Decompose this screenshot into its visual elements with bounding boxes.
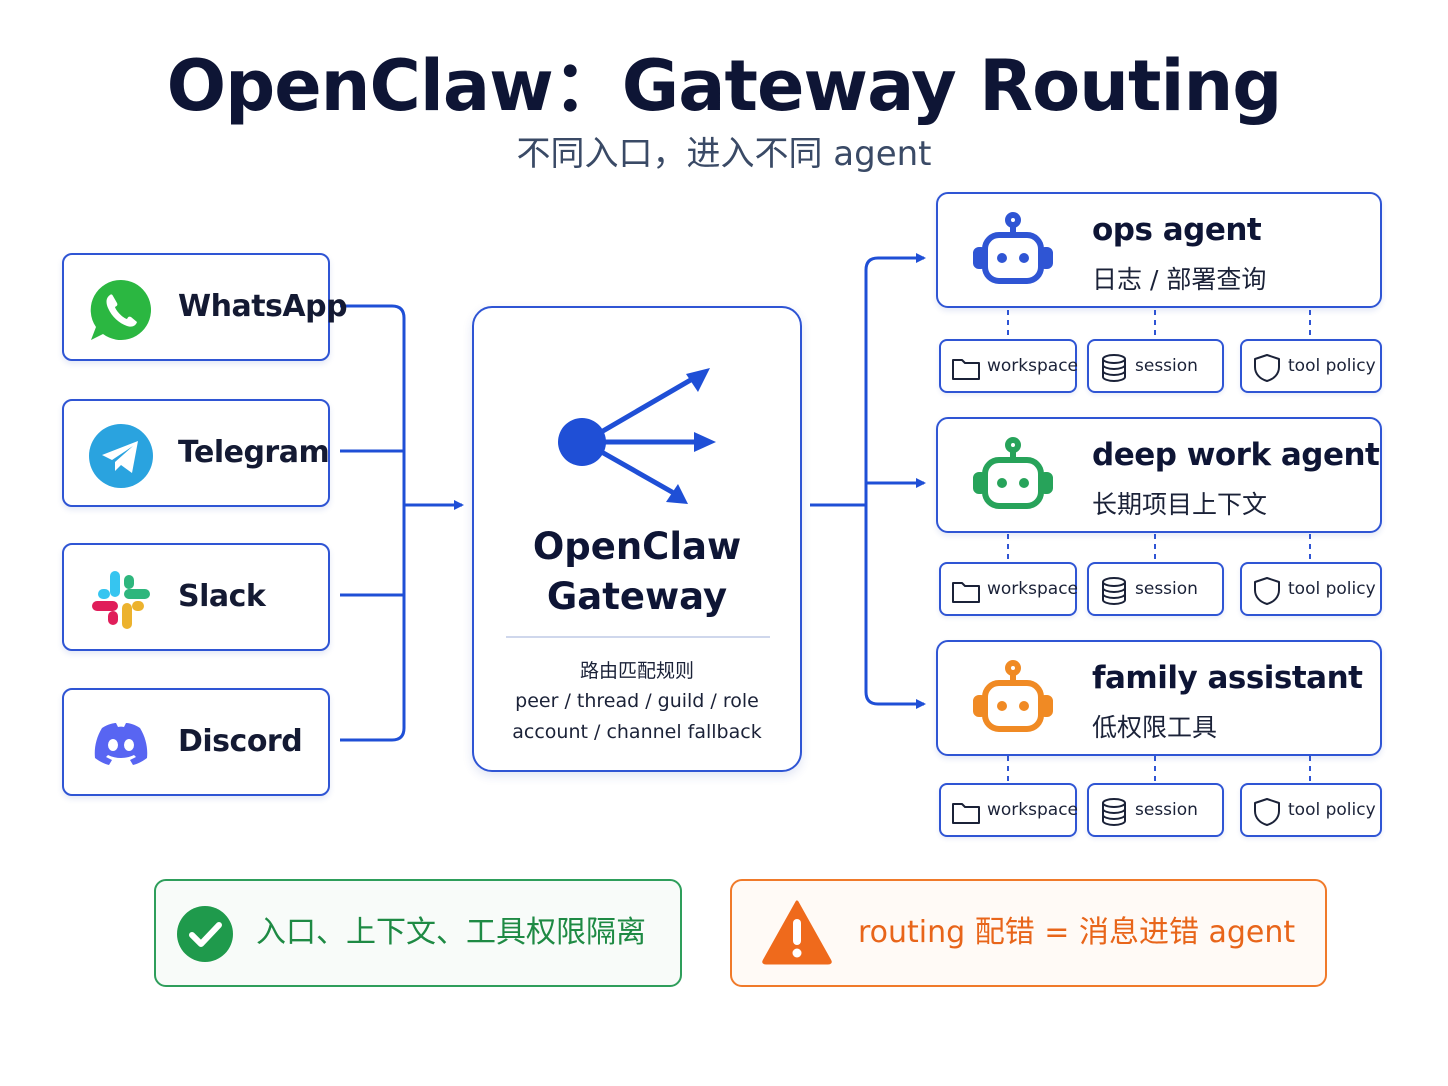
shield-icon [1254,354,1280,382]
channel-label: Slack [178,579,266,614]
robot-icon [973,212,1053,284]
session-chip: session [1087,562,1224,616]
session-chip: session [1087,339,1224,393]
isolation-note: 入口、上下文、工具权限隔离 [154,879,682,987]
isolation-note-text: 入口、上下文、工具权限隔离 [256,915,646,950]
robot-icon [973,660,1053,732]
rules-line-1: peer / thread / guild / role [515,690,759,712]
chip-label: session [1135,579,1198,599]
agent-name: deep work agent [1092,437,1380,473]
workspace-chip: workspace [939,562,1079,616]
tool-policy-chip: tool policy [1240,783,1382,837]
telegram-icon [89,424,153,488]
agent-desc: 日志 / 部署查询 [1092,265,1267,294]
gateway-box: OpenClaw Gateway 路由匹配规则 peer / thread / … [472,306,802,772]
shield-icon [1254,577,1280,605]
agent-desc: 长期项目上下文 [1092,490,1268,519]
shield-icon [1254,798,1280,826]
session-chip: session [1087,783,1224,837]
channel-telegram: Telegram [62,399,330,507]
tool-policy-chip: tool policy [1240,562,1382,616]
page-title: OpenClaw：Gateway Routing [166,45,1283,127]
chip-label: session [1135,356,1198,376]
chip-label: tool policy [1288,800,1376,820]
folder-icon [952,582,980,603]
routing-warning-text: routing 配错 = 消息进错 agent [858,915,1296,950]
slack-icon [92,571,150,629]
tool-policy-chip: tool policy [1240,339,1382,393]
workspace-chip: workspace [939,339,1079,393]
chip-label: tool policy [1288,356,1376,376]
channel-label: Telegram [178,435,330,470]
agent-card-deep-work: deep work agent 长期项目上下文 [936,417,1382,533]
agent-card-ops: ops agent 日志 / 部署查询 [936,192,1382,308]
routing-icon [558,368,716,504]
agent-desc: 低权限工具 [1092,713,1218,742]
robot-icon [973,437,1053,509]
database-icon [1102,798,1126,827]
divider [506,636,770,638]
chip-label: workspace [987,800,1079,820]
gateway-title-line2: Gateway [546,575,728,618]
agent-card-family: family assistant 低权限工具 [936,640,1382,756]
gateway-title-line1: OpenClaw [532,525,742,568]
connector-to-family [864,505,926,709]
discord-icon [94,723,148,765]
chip-label: tool policy [1288,579,1376,599]
database-icon [1102,354,1126,383]
routing-warning: routing 配错 = 消息进错 agent [730,879,1327,987]
channel-slack: Slack [62,543,330,651]
folder-icon [952,803,980,824]
whatsapp-icon [90,279,151,340]
workspace-chip: workspace [939,783,1079,837]
channel-discord: Discord [62,688,330,796]
database-icon [1102,577,1126,606]
channel-whatsapp: WhatsApp [62,253,348,361]
warning-icon [762,900,832,965]
agent-name: family assistant [1092,660,1363,696]
channel-label: WhatsApp [178,289,348,324]
channel-label: Discord [178,724,303,759]
check-circle-icon [177,906,233,962]
gateway-title: OpenClaw Gateway [474,522,800,622]
connector-discord [340,505,406,742]
chip-label: workspace [987,356,1079,376]
chip-label: workspace [987,579,1079,599]
chip-label: session [1135,800,1198,820]
connector-to-ops [864,253,926,505]
connector-whatsapp [340,304,406,505]
page-subtitle: 不同入口，进入不同 agent [516,134,932,174]
agent-name: ops agent [1092,212,1262,248]
rules-line-2: account / channel fallback [512,721,762,743]
rules-heading: 路由匹配规则 [579,660,694,682]
folder-icon [952,359,980,380]
